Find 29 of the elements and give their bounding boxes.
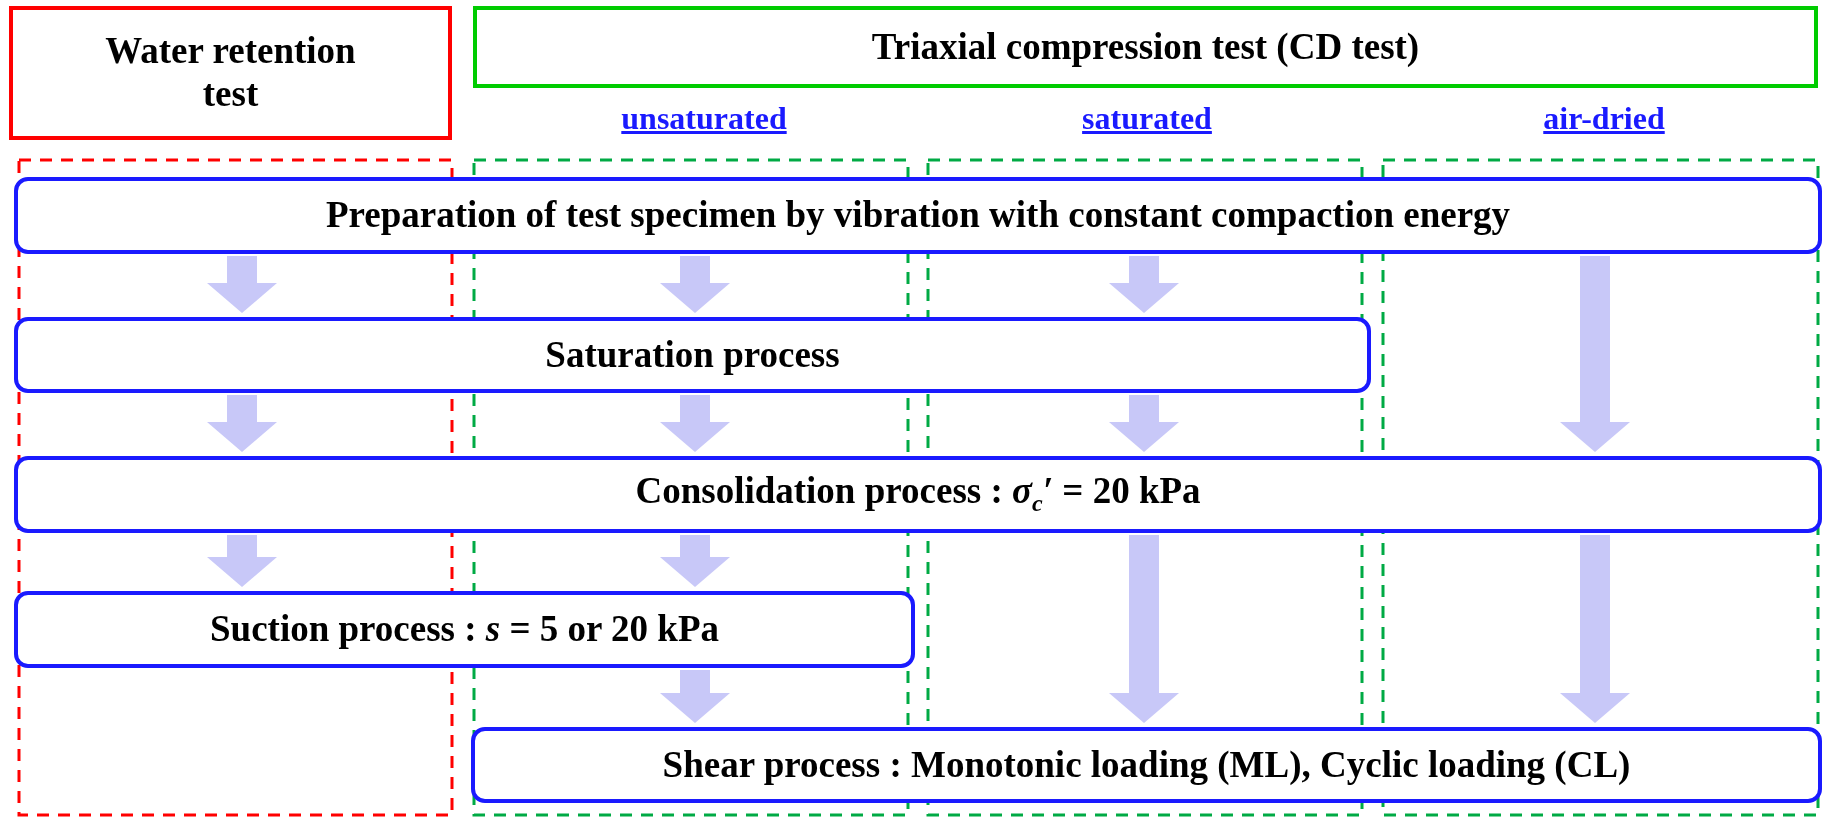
- box-text: Shear process : Monotonic loading (ML), Cyclic loading (CL): [662, 743, 1631, 787]
- box-text: Preparation of test specimen by vibration with constant compaction energy: [325, 194, 1511, 237]
- column-heading: air-dried: [1543, 100, 1665, 137]
- block-arrow: [1109, 395, 1179, 452]
- block-arrow: [660, 256, 730, 313]
- box-text: Suction process : s = 5 or 20 kPa: [210, 608, 719, 651]
- process-box: [14, 177, 1822, 254]
- process-box: [471, 727, 1822, 803]
- block-arrow: [660, 395, 730, 452]
- process-box: [14, 317, 1371, 393]
- block-arrow: [1109, 535, 1179, 723]
- header-box: [473, 6, 1818, 88]
- column-heading: saturated: [1082, 100, 1212, 137]
- column-heading: unsaturated: [621, 100, 787, 137]
- header-box: [9, 6, 452, 140]
- block-arrow: [207, 256, 277, 313]
- block-arrow: [660, 670, 730, 723]
- block-arrow: [1560, 256, 1630, 452]
- box-text: Triaxial compression test (CD test): [871, 25, 1420, 69]
- block-arrow: [207, 395, 277, 452]
- block-arrow: [207, 535, 277, 587]
- box-text: Saturation process: [545, 333, 840, 377]
- block-arrow: [660, 535, 730, 587]
- box-text: Consolidation process : σ$_{c}$′ = 20 kPa: [635, 470, 1201, 519]
- box-text: Water retention test: [104, 30, 357, 116]
- block-arrow: [1560, 535, 1630, 723]
- process-box: [14, 591, 915, 668]
- process-box: [14, 456, 1822, 533]
- block-arrow: [1109, 256, 1179, 313]
